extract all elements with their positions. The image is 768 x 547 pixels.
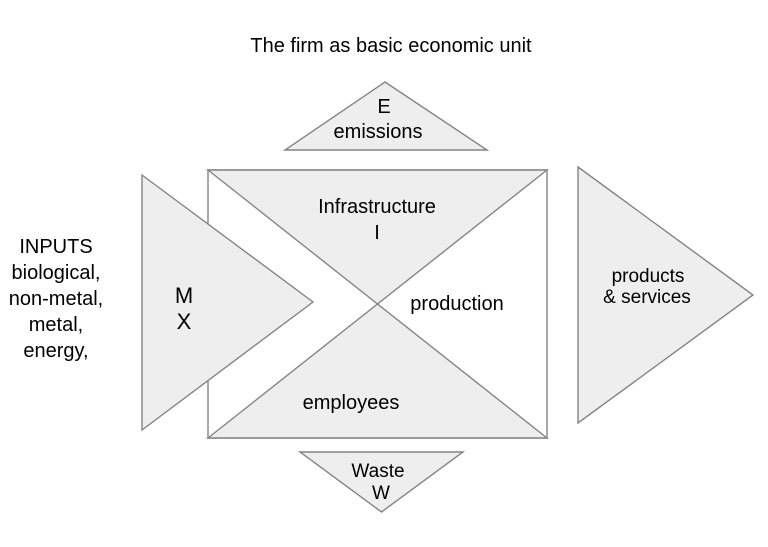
employees-label: employees [303, 392, 400, 414]
inputs-arrow-triangle [141, 173, 315, 432]
outputs-label-line2: & services [603, 287, 691, 308]
waste-symbol-label: W [372, 483, 390, 504]
infrastructure-symbol-label: I [374, 222, 380, 244]
outputs-arrow-triangle [577, 165, 755, 425]
outputs-label-line1: products [612, 266, 685, 287]
inputs-item-metal: metal, [29, 314, 83, 336]
inputs-item-energy: energy, [23, 340, 88, 362]
infrastructure-label: Infrastructure [318, 196, 436, 218]
employees-triangle [205, 303, 550, 439]
emissions-symbol-label: E [377, 96, 390, 118]
inputs-arrow-symbol-x: X [177, 309, 192, 334]
infrastructure-triangle [205, 169, 550, 305]
diagram-title: The firm as basic economic unit [250, 35, 532, 57]
inputs-item-non-metal: non-metal, [9, 288, 104, 310]
waste-triangle [297, 451, 466, 513]
production-label: production [410, 293, 503, 315]
waste-label: Waste [351, 461, 404, 482]
emissions-triangle [282, 81, 490, 151]
inputs-item-biological: biological, [12, 262, 101, 284]
emissions-label: emissions [334, 121, 423, 143]
inputs-arrow-symbol-m: M [175, 283, 193, 308]
inputs-heading: INPUTS [19, 236, 92, 258]
